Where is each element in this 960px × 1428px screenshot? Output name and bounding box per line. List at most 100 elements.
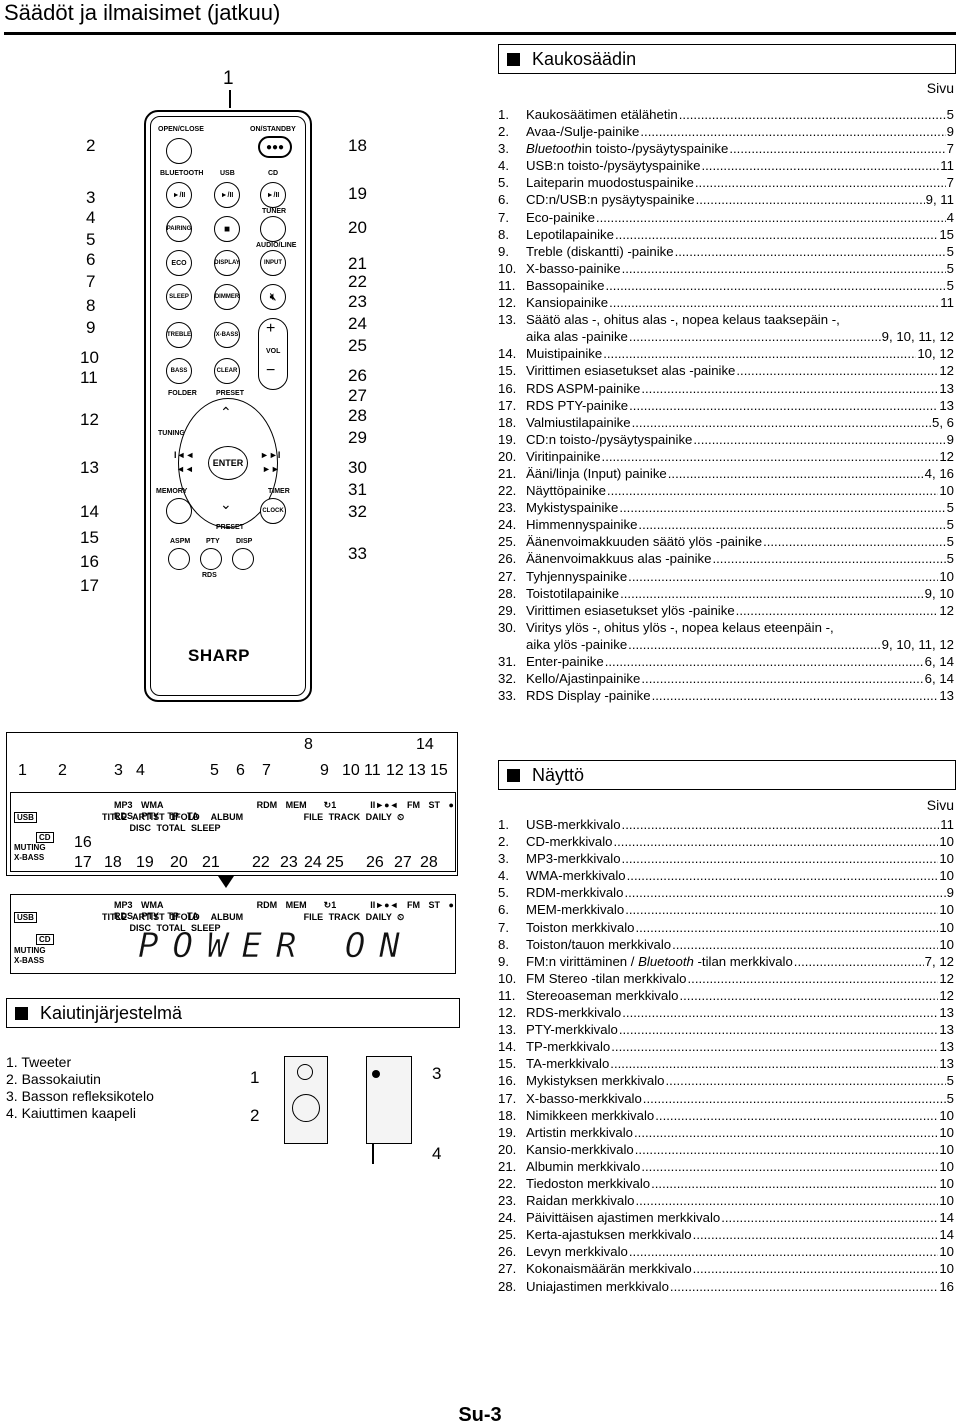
tuner-button[interactable] <box>260 216 286 242</box>
leader-dots <box>693 1226 939 1243</box>
item-page: 5 <box>946 500 954 516</box>
item-label: X-basso-merkkivalo <box>526 1090 642 1106</box>
list-item: 20.Viritinpainike12 <box>498 448 954 465</box>
list-item: 12.RDS-merkkivalo13 <box>498 1004 954 1021</box>
lcd-cd-indicator: CD <box>36 832 54 843</box>
volume-up-button[interactable]: + <box>266 320 276 337</box>
lcd-callout: 6 <box>236 762 245 779</box>
item-number: 27. <box>498 1261 517 1277</box>
clock-label: CLOCK <box>262 508 284 514</box>
lcd-callout: 15 <box>430 762 448 779</box>
chevron-down-icon[interactable]: ⌄ <box>220 496 232 512</box>
clock-button[interactable]: CLOCK <box>260 498 286 524</box>
enter-button[interactable]: ENTER <box>208 446 248 480</box>
remote-callout-right: 31 <box>348 480 367 499</box>
leader-dots <box>655 1107 938 1124</box>
item-number: 6. <box>498 902 509 918</box>
speaker-heading-text: Kaiutinjärjestelmä <box>40 1002 183 1023</box>
list-item: 4.WMA-merkkivalo10 <box>498 867 954 884</box>
sleep-button[interactable]: SLEEP <box>166 284 192 310</box>
navigation-pad[interactable] <box>178 398 278 528</box>
item-number: 22. <box>498 1175 517 1191</box>
item-label: Toiston/tauon merkkivalo <box>526 936 672 952</box>
item-page: 10 <box>939 483 954 499</box>
item-label: MEM-merkkivalo <box>526 902 625 918</box>
skip-forward-icon[interactable]: ►►I <box>260 450 281 460</box>
chevron-up-icon[interactable]: ⌃ <box>220 404 232 420</box>
item-label: Enter-painike <box>526 654 604 669</box>
disp-button[interactable] <box>232 548 254 570</box>
lcd-callout: 4 <box>136 762 145 779</box>
open-close-button[interactable] <box>166 138 192 164</box>
leader-dots <box>605 653 924 670</box>
clear-button[interactable]: CLEAR <box>214 358 240 384</box>
item-label: Valmiustilapainike <box>526 414 631 430</box>
list-item: 15.TA-merkkivalo13 <box>498 1055 954 1072</box>
item-page: 10 <box>939 1158 954 1174</box>
pairing-button[interactable]: PAIRING <box>166 216 192 242</box>
display-label: DISPLAY <box>214 260 240 266</box>
item-page: 14 <box>939 1210 954 1226</box>
lcd-callout: 8 <box>304 736 313 753</box>
item-page: 12 <box>939 448 954 464</box>
display-button[interactable]: DISPLAY <box>214 250 240 276</box>
leader-dots <box>634 1124 938 1141</box>
usb-play-pause-button[interactable]: ►/II <box>214 182 240 208</box>
remote-callout-left: 15 <box>80 528 99 547</box>
lcd-callout: 11 <box>364 762 381 779</box>
treble-button[interactable]: TREBLE <box>166 322 192 348</box>
bluetooth-play-pause-button[interactable]: ►/II <box>166 182 192 208</box>
page-number: Su-3 <box>458 1404 502 1426</box>
list-item: 6.CD:n/USB:n pysäytyspainike9, 11 <box>498 191 954 208</box>
input-button[interactable]: INPUT <box>260 250 286 276</box>
volume-rocker <box>258 318 288 390</box>
leader-dots <box>632 414 931 431</box>
leader-dots <box>603 345 916 362</box>
item-label: Avaa-/Sulje-painike <box>526 124 640 140</box>
x-bass-button[interactable]: X-BASS <box>214 322 240 348</box>
remote-callout-right: 32 <box>348 502 367 521</box>
remote-callout-right: 23 <box>348 292 367 311</box>
item-page: 10 <box>939 1124 954 1140</box>
item-label: Muistipainike <box>526 346 603 362</box>
on-standby-button[interactable]: ●●● <box>258 136 292 158</box>
label-memory: MEMORY <box>156 488 188 495</box>
dimmer-button[interactable]: DIMMER <box>214 284 240 310</box>
speaker-cable-icon <box>372 1144 374 1164</box>
remote-callout-right: 29 <box>348 428 367 447</box>
item-page: 5 <box>946 534 954 550</box>
remote-callout-right: 30 <box>348 458 367 477</box>
item-number: 5. <box>498 885 509 901</box>
tweeter-icon <box>297 1064 313 1080</box>
list-item: 7.Toiston merkkivalo10 <box>498 919 954 936</box>
remote-callout-right: 25 <box>348 336 367 355</box>
mute-button[interactable]: 🔇︎ <box>260 284 286 310</box>
item-page: 10 <box>939 834 954 850</box>
list-item: 13.Säätö alas -, ohitus alas -, nopea ke… <box>498 311 954 328</box>
item-number: 23. <box>498 500 517 516</box>
item-number: 27. <box>498 568 517 584</box>
cd-play-pause-button[interactable]: ►/II <box>260 182 286 208</box>
speaker-list-item: 1. Tweeter <box>6 1054 72 1070</box>
aspm-button[interactable] <box>168 548 190 570</box>
list-item: 6.MEM-merkkivalo10 <box>498 901 954 918</box>
stop-button[interactable]: ■ <box>214 216 240 242</box>
item-number: 8. <box>498 936 509 952</box>
item-page: 5 <box>946 551 954 567</box>
item-page: 10 <box>939 1107 954 1123</box>
item-label: CD:n toisto-/pysäytyspainike <box>526 431 693 447</box>
eco-button[interactable]: ECO <box>166 250 192 276</box>
leader-dots <box>688 970 939 987</box>
item-number: 23. <box>498 1193 517 1209</box>
list-item: 27.Tyhjennyspainike10 <box>498 568 954 585</box>
item-page: 12 <box>939 363 954 379</box>
item-label: Säätö alas -, ohitus alas -, nopea kelau… <box>526 312 840 328</box>
memory-button[interactable] <box>166 498 192 524</box>
item-page: 13 <box>939 380 954 396</box>
bass-button[interactable]: BASS <box>166 358 192 384</box>
item-label: Bassopainike <box>526 277 605 293</box>
skip-back-icon[interactable]: I◄◄ <box>174 450 195 460</box>
volume-down-button[interactable]: − <box>266 362 276 379</box>
pty-button[interactable] <box>200 548 222 570</box>
